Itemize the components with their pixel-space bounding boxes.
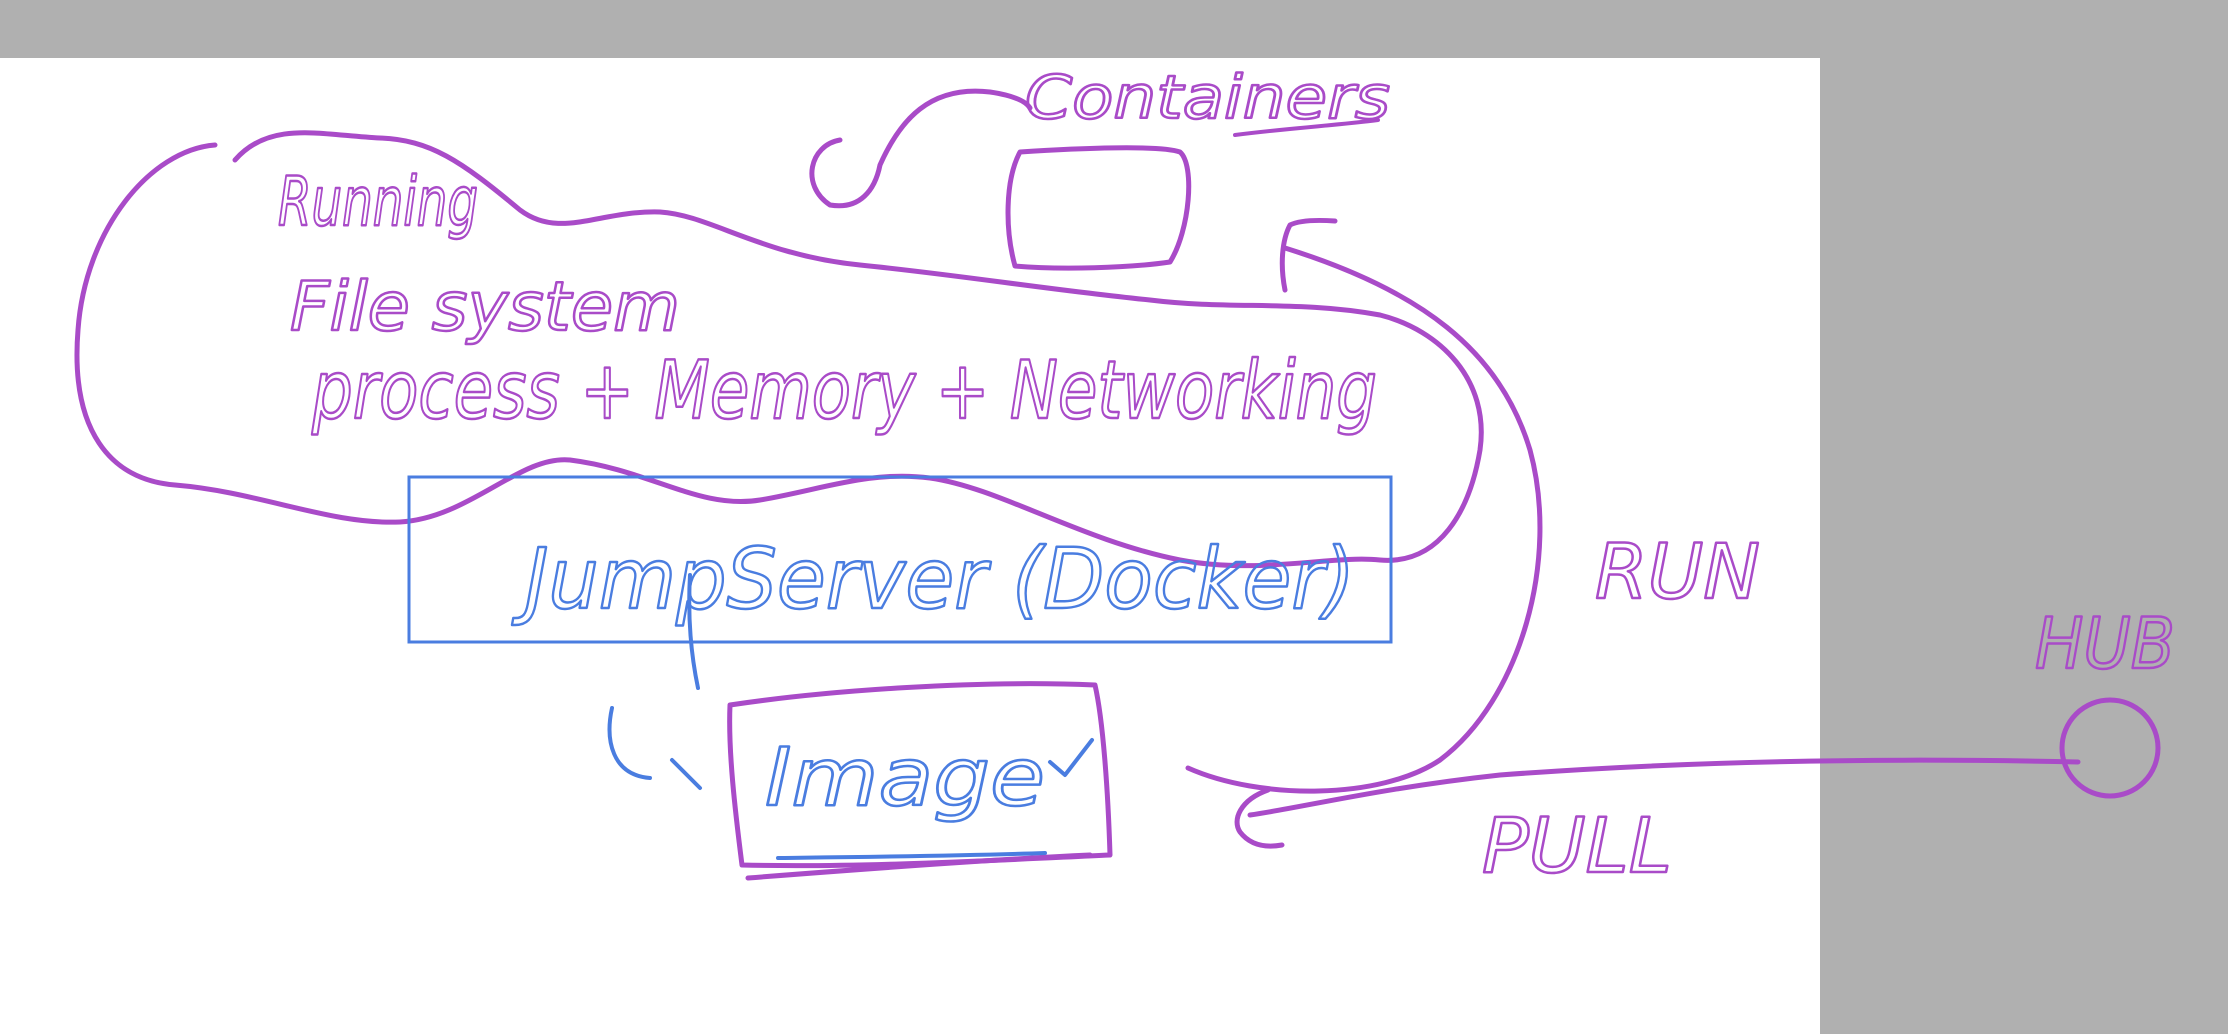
- hub-circle: [2059, 697, 2161, 799]
- container-cloud-outline: [74, 130, 1484, 569]
- jump-to-image-arrow: [687, 573, 700, 690]
- image-box-underline-blue: [776, 851, 1047, 860]
- run-arrow-head: [1279, 218, 1338, 293]
- check-icon: [1048, 738, 1094, 777]
- process-memory-networking-label: process + Memory + Networking: [311, 344, 1377, 437]
- file-system-label: File system: [290, 268, 680, 347]
- jump-server-box: [407, 475, 1393, 644]
- run-label: RUN: [1595, 527, 1760, 616]
- whiteboard-canvas[interactable]: [0, 58, 1820, 1034]
- container-box: [1005, 145, 1192, 271]
- containers-underline: [1233, 118, 1380, 137]
- pull-label: PULL: [1482, 801, 1672, 890]
- pull-arrow: [1247, 757, 2081, 818]
- containers-label-connector: [809, 88, 1033, 209]
- pull-arrow-head: [1234, 787, 1285, 849]
- image-box-underline: [745, 852, 1093, 881]
- image-pointer-arrow: [607, 706, 702, 790]
- running-label: Running: [278, 163, 478, 242]
- image-box: [727, 681, 1113, 869]
- jump-server-label: JumpServer (Docker): [512, 530, 1355, 628]
- run-arrow: [1185, 245, 1543, 794]
- image-label: Image: [765, 731, 1045, 824]
- hub-label: HUB: [2035, 603, 2175, 685]
- containers-label: Containers: [1025, 63, 1390, 133]
